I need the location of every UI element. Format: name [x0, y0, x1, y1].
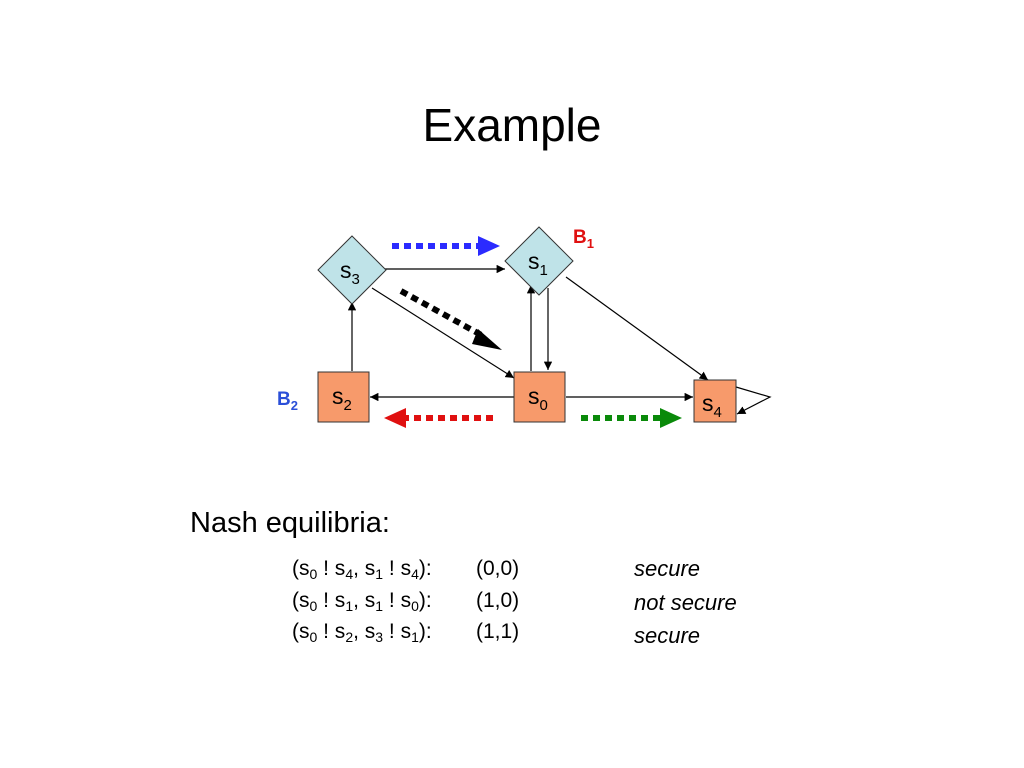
nash-equilibria-heading: Nash equilibria: [190, 507, 390, 539]
edge-s3-s0 [371, 287, 515, 379]
equilibrium-row: (s0 ! s4, s1 ! s4): (0,0) [292, 557, 520, 582]
edge-s1-s4 [565, 276, 709, 381]
owner-label-b1: B1 [573, 227, 594, 251]
security-verdict: secure [634, 623, 701, 648]
dashed-arrow-red [384, 408, 493, 428]
svg-text:s4: s4 [702, 390, 722, 421]
dashed-arrow-black [399, 288, 502, 350]
security-verdict: not secure [634, 590, 737, 615]
payoff: (0,0) [476, 557, 520, 580]
node-s4: s4 [693, 379, 737, 423]
svg-text:s1: s1 [528, 248, 548, 279]
node-s2: s2 [317, 371, 370, 423]
slide-title: Example [422, 99, 602, 151]
payoff: (1,0) [476, 589, 520, 612]
security-verdict: secure [634, 556, 701, 581]
svg-text:s3: s3 [340, 257, 360, 288]
node-s3: s3 [317, 235, 387, 305]
dashed-arrow-blue [392, 236, 500, 256]
edge-s4-self-loop [735, 386, 772, 415]
owner-label-b2: B2 [277, 389, 298, 413]
dashed-arrow-green [581, 408, 682, 428]
node-s1: s1 [504, 226, 574, 296]
node-s0: s0 [513, 371, 566, 423]
svg-text:s0: s0 [528, 383, 548, 414]
equilibrium-row: (s0 ! s2, s3 ! s1): (1,1) [292, 620, 520, 645]
payoff: (1,1) [476, 620, 520, 643]
equilibrium-row: (s0 ! s1, s1 ! s0): (1,0) [292, 589, 520, 614]
svg-text:s2: s2 [332, 383, 352, 414]
